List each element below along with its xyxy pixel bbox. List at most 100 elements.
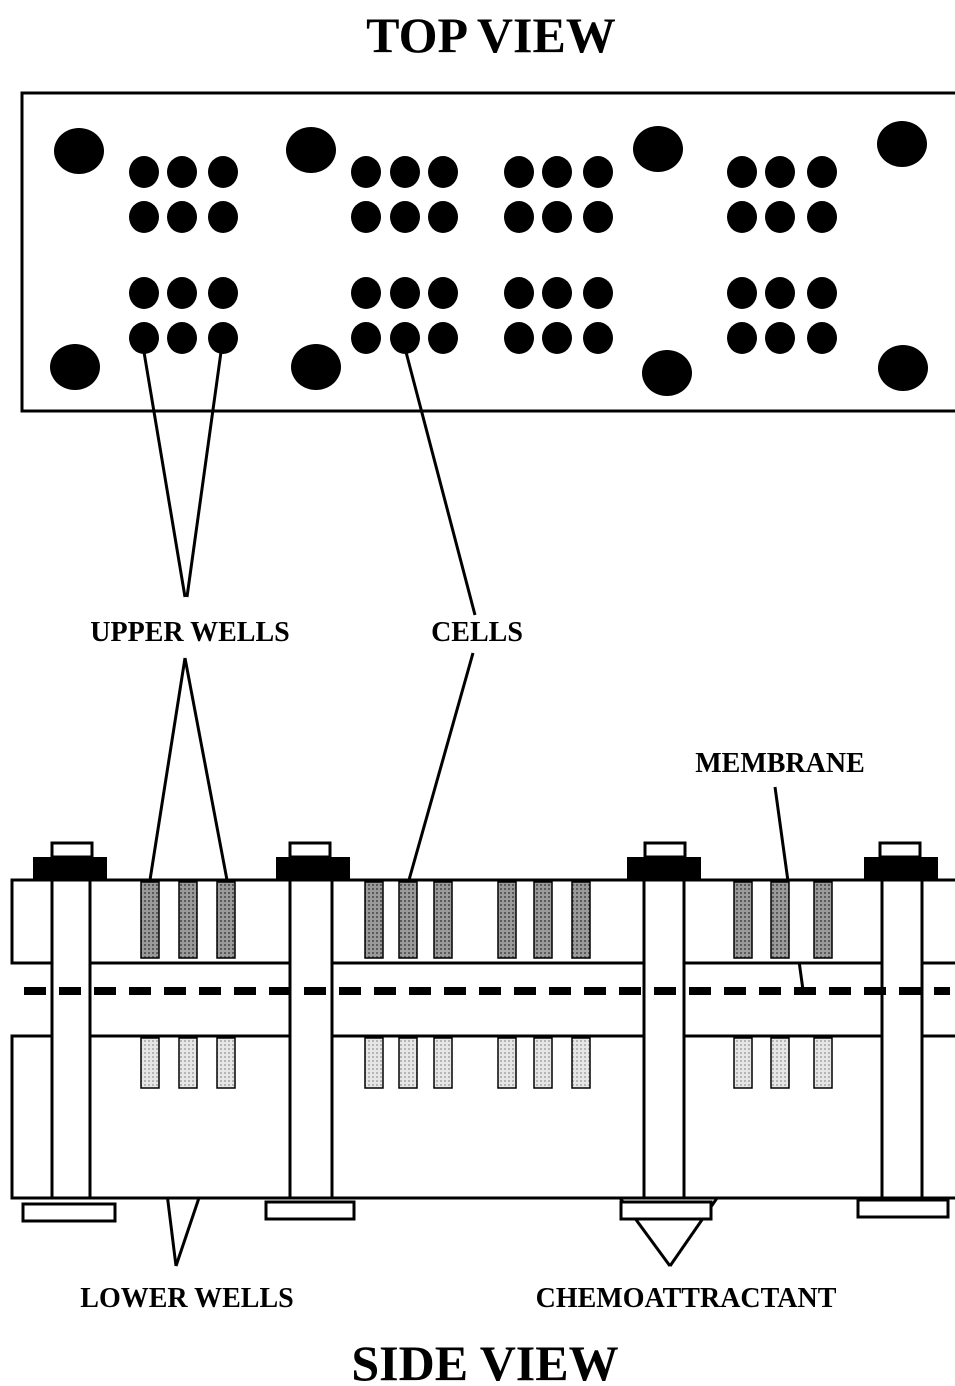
bolt-foot: [619, 1200, 713, 1221]
well-dot: [351, 322, 381, 354]
well-dot: [765, 277, 795, 309]
leader-line: [183, 657, 229, 881]
chemoattractant-label: CHEMOATTRACTANT: [536, 1283, 837, 1314]
screw-hole: [633, 126, 683, 172]
well-dot: [542, 201, 572, 233]
top-view-plate: [20, 91, 955, 413]
lower-well: [433, 1037, 453, 1089]
well-dot: [167, 322, 197, 354]
membrane-label: MEMBRANE: [695, 748, 865, 779]
top-view-wells: [129, 156, 837, 354]
well-dot: [351, 156, 381, 188]
bolt-shaft: [288, 878, 334, 1200]
well-dot: [583, 201, 613, 233]
well-dot: [807, 322, 837, 354]
well-dot: [727, 277, 757, 309]
well-dot: [428, 156, 458, 188]
lower-well: [533, 1037, 553, 1089]
well-dot: [807, 156, 837, 188]
leader-line: [404, 351, 477, 616]
top-view: [20, 91, 955, 413]
upper-well: [571, 881, 591, 959]
well-dot: [765, 156, 795, 188]
lower-well: [140, 1037, 160, 1089]
well-dot: [208, 156, 238, 188]
upper-well: [433, 881, 453, 959]
lower-well: [733, 1037, 753, 1089]
screw-hole: [54, 128, 104, 174]
screw-hole: [50, 344, 100, 390]
well-dot: [727, 156, 757, 188]
lower-well: [571, 1037, 591, 1089]
well-dot: [129, 322, 159, 354]
well-dot: [351, 201, 381, 233]
well-dot: [129, 156, 159, 188]
lower-well: [813, 1037, 833, 1089]
well-dot: [208, 322, 238, 354]
well-dot: [542, 277, 572, 309]
lower-well: [497, 1037, 517, 1089]
lower-well: [216, 1037, 236, 1089]
upper-well: [140, 881, 160, 959]
lower-wells-label: LOWER WELLS: [80, 1283, 293, 1314]
bolt: [264, 841, 356, 1221]
well-dot: [390, 156, 420, 188]
side-view-wells: [140, 881, 833, 1089]
bolt-foot: [856, 1198, 950, 1219]
well-dot: [167, 201, 197, 233]
bolt-nut: [276, 857, 350, 880]
well-dot: [208, 201, 238, 233]
bolt-shaft: [642, 878, 686, 1200]
screw-hole: [878, 345, 928, 391]
bolt-shaft: [880, 878, 924, 1200]
upper-well: [533, 881, 553, 959]
bolt-cap: [50, 841, 94, 859]
well-dot: [504, 277, 534, 309]
bolt: [619, 841, 713, 1221]
well-dot: [583, 277, 613, 309]
well-dot: [765, 201, 795, 233]
upper-well: [216, 881, 236, 959]
bolt: [21, 841, 117, 1223]
bolt: [856, 841, 950, 1219]
well-dot: [390, 277, 420, 309]
well-dot: [428, 201, 458, 233]
upper-well: [178, 881, 198, 959]
well-dot: [167, 156, 197, 188]
screw-hole: [291, 344, 341, 390]
well-dot: [129, 277, 159, 309]
screw-hole: [642, 350, 692, 396]
upper-well: [398, 881, 418, 959]
well-dot: [390, 201, 420, 233]
well-dot: [129, 201, 159, 233]
well-dot: [583, 322, 613, 354]
screw-hole: [286, 127, 336, 173]
leader-line: [142, 351, 187, 598]
lower-well: [398, 1037, 418, 1089]
side-view: [10, 841, 955, 1223]
cells-label: CELLS: [431, 617, 523, 648]
bolt-foot: [264, 1200, 356, 1221]
bolt-nut: [627, 857, 701, 880]
bolt-cap: [878, 841, 922, 859]
upper-well: [497, 881, 517, 959]
upper-well: [733, 881, 753, 959]
top-view-title: TOP VIEW: [366, 7, 616, 63]
side-view-title: SIDE VIEW: [351, 1335, 618, 1386]
well-dot: [504, 156, 534, 188]
upper-wells-label: UPPER WELLS: [90, 617, 289, 648]
bolt-cap: [643, 841, 687, 859]
well-dot: [727, 322, 757, 354]
well-dot: [727, 201, 757, 233]
bolt-cap: [288, 841, 332, 859]
well-dot: [167, 277, 197, 309]
screw-hole: [877, 121, 927, 167]
well-dot: [504, 201, 534, 233]
well-dot: [583, 156, 613, 188]
upper-well: [770, 881, 790, 959]
top-view-screw-holes: [50, 121, 928, 396]
lower-well: [770, 1037, 790, 1089]
well-dot: [807, 201, 837, 233]
upper-well: [813, 881, 833, 959]
